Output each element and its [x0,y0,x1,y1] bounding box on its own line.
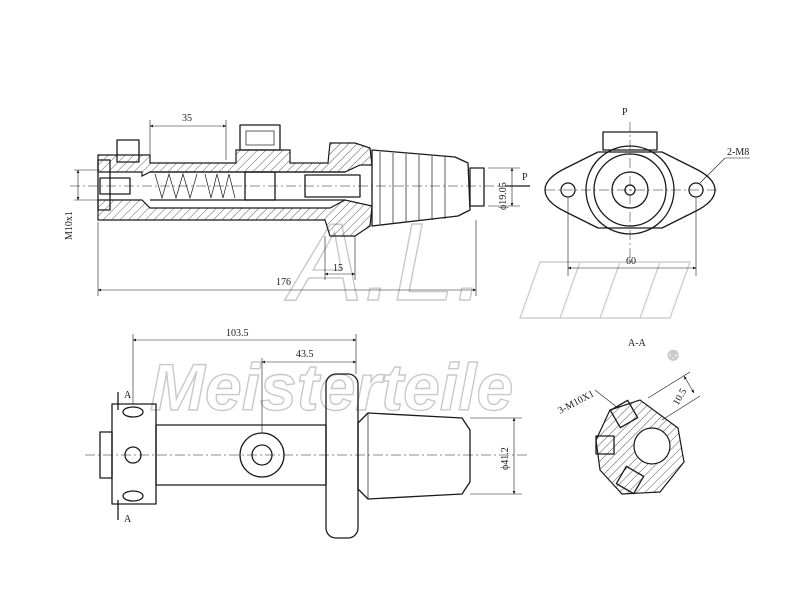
housing-section-upper [97,142,373,177]
end-pushrod-hole [624,184,636,196]
dimension-diameter-41: ϕ41.2 [470,417,522,495]
end-reservoir-port [602,131,658,151]
section-port-1 [609,399,639,429]
section-port-2 [595,435,615,455]
outlet-fitting [99,177,131,195]
svg-text:35: 35 [182,113,192,124]
port-p-side-label: P [522,172,528,183]
svg-text:ϕ41.2: ϕ41.2 [500,447,511,470]
section-mark-bottom: A [124,514,132,525]
dimension-m10x1: M10x1 [64,169,100,240]
svg-text:60: 60 [626,256,636,267]
reservoir-port-right [239,124,281,151]
mount-hole-left [560,182,576,198]
end-flange [544,151,716,229]
secondary-spring [204,173,236,199]
mount-holes-label: 2-M8 [727,147,749,158]
section-a-a-title: A-A [628,338,647,349]
section-mark-top: A [124,390,132,401]
dimension-60: 60 [567,198,697,276]
watermark-monogram: A.L. [284,201,486,324]
reservoir-port-left [116,139,140,163]
section-port-3 [615,465,645,495]
port-p-end-label: P [622,107,628,118]
svg-text:43.5: 43.5 [296,349,314,360]
housing-section-lower [97,199,373,237]
svg-text:176: 176 [276,277,291,288]
end-view: P 2-M8 60 [544,107,750,276]
svg-text:M10x1: M10x1 [64,211,75,240]
pushrod-piston [304,174,361,198]
section-bore [633,427,671,465]
watermark: A.L. Meisterteile ® [149,200,691,425]
dimension-15: 15 [324,236,356,280]
section-ports-label: 3-M10X1 [556,388,596,416]
svg-text:103.5: 103.5 [226,328,249,339]
dust-boot [371,149,471,227]
side-boot [357,412,471,500]
dimension-diameter-19: ϕ19.05 [488,167,520,210]
svg-text:ϕ19.05: ϕ19.05 [498,182,509,210]
primary-spring [154,172,198,200]
side-view: A A 103.5 43.5 ϕ41.2 [85,328,530,539]
svg-text:15: 15 [333,263,343,274]
watermark-registered-mark: ® [668,347,679,363]
end-body-outer [585,145,675,235]
dimension-43-5: 43.5 [261,349,357,433]
dimension-103-5: 103.5 [132,328,357,404]
mount-hole-right [688,182,704,198]
dimension-35: 35 [149,113,227,160]
left-port-fitting [97,159,111,211]
dimension-176: 176 [97,220,477,296]
pushrod-end [469,167,485,207]
section-a-a-view: A-A 3-M10X1 10.5 [556,338,701,495]
watermark-stripes [519,261,691,319]
piston [244,171,276,201]
watermark-brand: Meisterteile [150,350,513,424]
top-section-view: P 35 ϕ19.05 M10x1 15 [64,113,530,296]
